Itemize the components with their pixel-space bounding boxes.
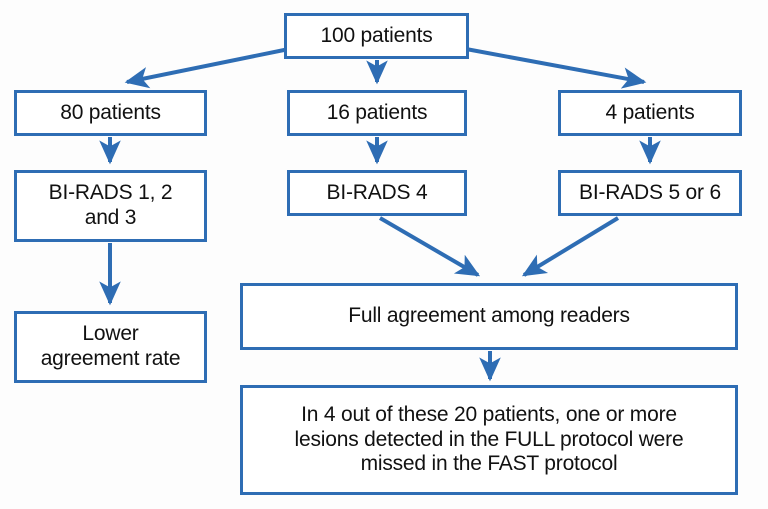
node-birads-left: BI-RADS 1, 2 and 3 xyxy=(14,170,207,242)
node-group-right: 4 patients xyxy=(558,90,742,136)
node-group-mid: 16 patients xyxy=(287,90,467,136)
node-lower-agreement-label: Lower agreement rate xyxy=(40,322,181,370)
node-group-left: 80 patients xyxy=(14,90,207,136)
node-group-right-label: 4 patients xyxy=(605,100,695,124)
node-summary-label: In 4 out of these 20 patients, one or mo… xyxy=(294,402,684,476)
node-full-agreement-label: Full agreement among readers xyxy=(348,304,630,328)
node-full-agreement: Full agreement among readers xyxy=(240,283,738,350)
node-birads-right: BI-RADS 5 or 6 xyxy=(558,170,742,216)
edge-total-to-left xyxy=(124,47,290,89)
node-group-left-label: 80 patients xyxy=(60,100,161,124)
node-birads-right-label: BI-RADS 5 or 6 xyxy=(579,180,721,204)
node-group-mid-label: 16 patients xyxy=(326,100,428,124)
node-lower-agreement: Lower agreement rate xyxy=(14,311,207,383)
node-birads-mid-label: BI-RADS 4 xyxy=(326,180,428,204)
node-summary: In 4 out of these 20 patients, one or mo… xyxy=(240,385,738,495)
node-total-patients-label: 100 patients xyxy=(320,23,433,47)
node-birads-mid: BI-RADS 4 xyxy=(287,170,467,216)
edge-total-to-right xyxy=(465,47,647,89)
edge-birads-mid-to-full xyxy=(378,216,481,277)
edge-birads-right-to-full xyxy=(521,216,620,277)
node-birads-left-label: BI-RADS 1, 2 and 3 xyxy=(48,181,173,229)
node-total-patients: 100 patients xyxy=(284,13,469,59)
